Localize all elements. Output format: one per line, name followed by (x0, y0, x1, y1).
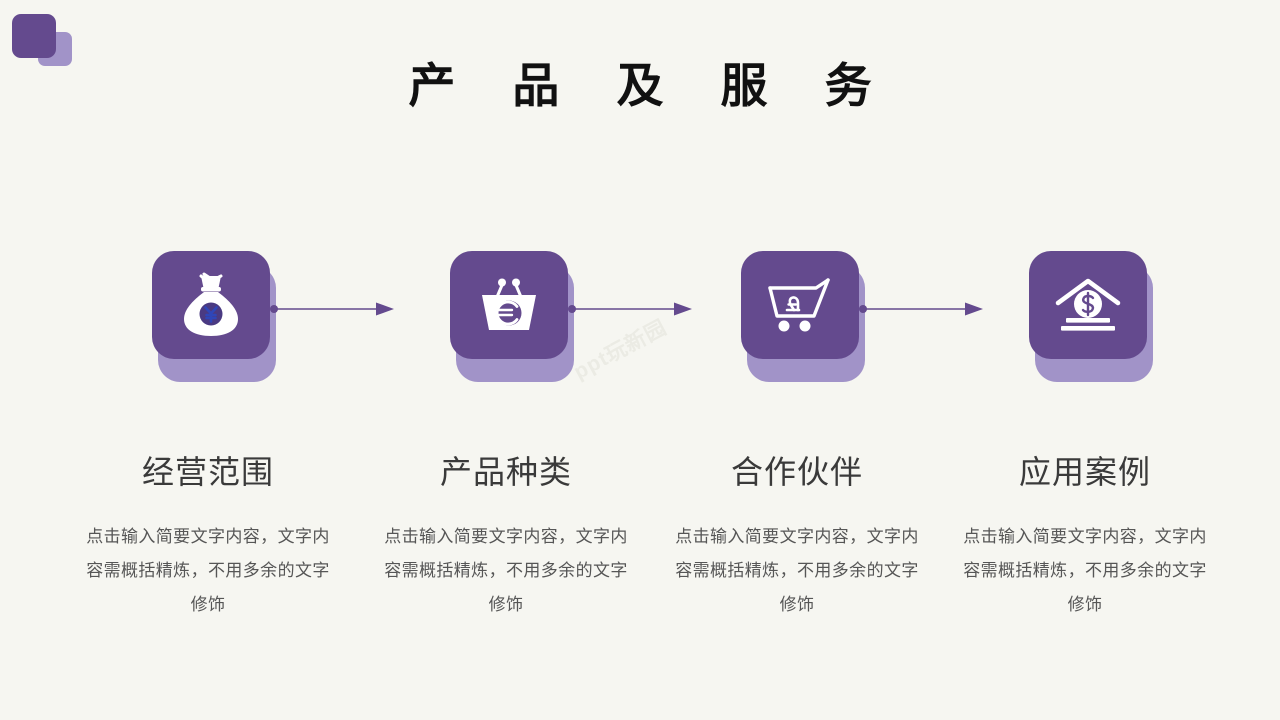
column-heading: 应用案例 (1018, 454, 1151, 490)
column-body-text: 点击输入简要文字内容，文字内容需概括精炼，不用多余的文字修饰 (675, 527, 919, 614)
column-body-text: 点击输入简要文字内容，文字内容需概括精炼，不用多余的文字修饰 (86, 527, 330, 614)
icon-card-wrap (361, 240, 692, 382)
column-item: 经营范围 点击输入简要文字内容，文字内容需概括精炼，不用多余的文字修饰 (63, 240, 394, 614)
shopping-basket-euro-icon (482, 278, 536, 330)
bank-dollar-icon (1055, 278, 1121, 331)
icon-card[interactable] (741, 251, 859, 359)
money-bag-yen-icon (184, 272, 238, 336)
column-item: 合作伙伴 点击输入简要文字内容，文字内容需概括精炼，不用多余的文字修饰 (652, 240, 983, 614)
icon-card-wrap (652, 240, 983, 382)
shopping-cart-pound-icon (768, 278, 830, 332)
logo-square-front-icon (12, 14, 56, 58)
arrow-connector (568, 301, 693, 317)
page-title: 产 品 及 服 务 (408, 59, 894, 112)
brand-logo (10, 12, 72, 68)
icon-card-wrap (940, 240, 1230, 382)
icon-card[interactable] (152, 251, 270, 359)
icon-card[interactable] (1029, 251, 1147, 359)
icon-card-wrap (63, 240, 394, 382)
column-heading: 合作伙伴 (730, 454, 863, 490)
icon-card[interactable] (450, 251, 568, 359)
arrow-connector (270, 301, 395, 317)
column-body-text: 点击输入简要文字内容，文字内容需概括精炼，不用多余的文字修饰 (963, 527, 1207, 614)
column-item: 产品种类 点击输入简要文字内容，文字内容需概括精炼，不用多余的文字修饰 (361, 240, 692, 614)
column-heading: 产品种类 (439, 454, 572, 490)
arrow-connector (859, 301, 984, 317)
column-item: 应用案例 点击输入简要文字内容，文字内容需概括精炼，不用多余的文字修饰 (940, 240, 1230, 614)
column-heading: 经营范围 (141, 454, 274, 490)
column-body-text: 点击输入简要文字内容，文字内容需概括精炼，不用多余的文字修饰 (384, 527, 628, 614)
